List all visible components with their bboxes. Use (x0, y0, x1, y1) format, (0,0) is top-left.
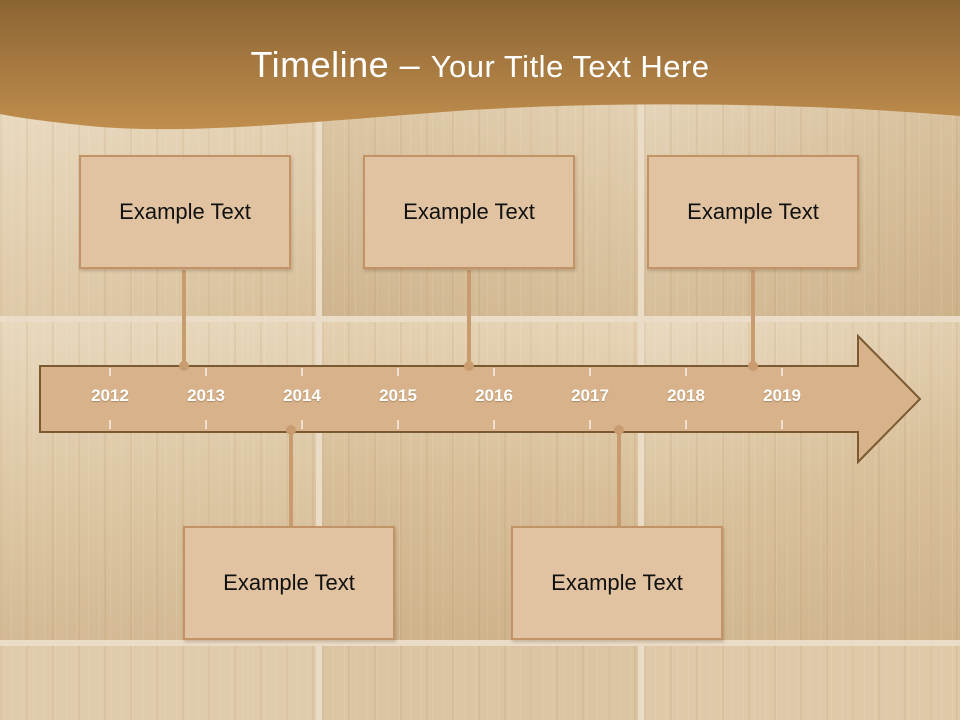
event-card-text: Example Text (119, 199, 251, 224)
event-card-top-3[interactable]: Example Text (647, 155, 859, 269)
event-card-text: Example Text (687, 199, 819, 224)
background-photo-tile (322, 646, 638, 720)
event-card-text: Example Text (551, 570, 683, 595)
event-card-text: Example Text (403, 199, 535, 224)
event-card-bottom-2[interactable]: Example Text (511, 526, 723, 640)
year-label: 2014 (283, 386, 321, 405)
event-card-top-1[interactable]: Example Text (79, 155, 291, 269)
year-label: 2017 (571, 386, 609, 405)
year-label: 2013 (187, 386, 225, 405)
event-card-text: Example Text (223, 570, 355, 595)
title-main: Timeline – (250, 44, 431, 85)
background-photo-tile (0, 646, 316, 720)
slide-title: Timeline – Your Title Text Here (0, 44, 960, 86)
year-label: 2016 (475, 386, 513, 405)
year-label: 2019 (763, 386, 801, 405)
year-label: 2015 (379, 386, 417, 405)
connector-dots (179, 361, 758, 435)
title-subtitle: Your Title Text Here (430, 49, 710, 84)
header-banner (0, 0, 960, 130)
event-card-top-2[interactable]: Example Text (363, 155, 575, 269)
year-ticks (109, 368, 783, 429)
event-connectors (182, 270, 755, 527)
event-card-bottom-1[interactable]: Example Text (183, 526, 395, 640)
timeline-arrow (39, 333, 922, 465)
year-label: 2018 (667, 386, 705, 405)
background-photo-tile (644, 646, 960, 720)
year-label: 2012 (91, 386, 129, 405)
